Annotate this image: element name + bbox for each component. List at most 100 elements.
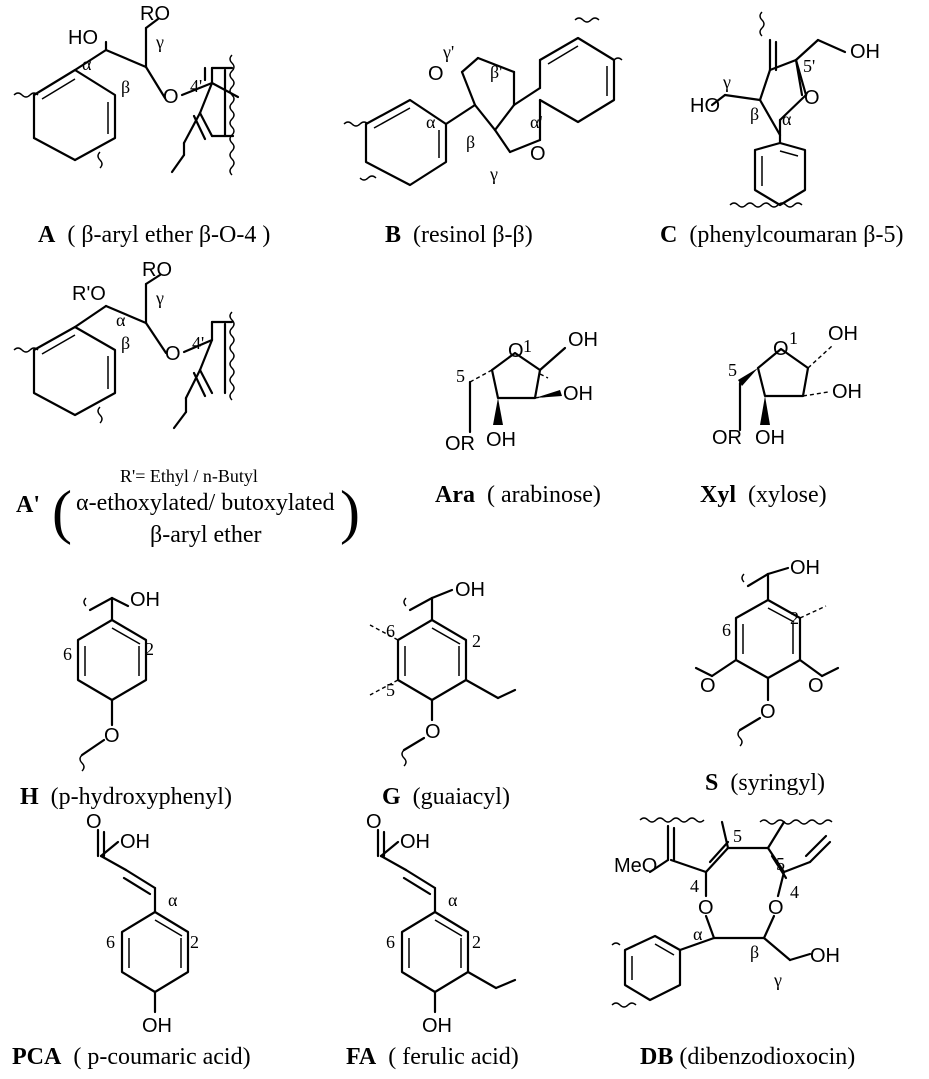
atom-oh2-xyl: OH <box>832 381 862 403</box>
locant-gamma-c: γ <box>722 72 731 92</box>
atom-ho-c: HO <box>690 95 720 117</box>
locant-beta-c: β <box>750 104 759 124</box>
locant-1-ara: 1 <box>523 336 532 356</box>
atom-o-fa: O <box>366 811 382 833</box>
caption-PCA: PCA ( p-coumaric acid) <box>12 1044 251 1070</box>
atom-or-xyl: OR <box>712 427 742 449</box>
structure-B: O O γ' β' α' α β γ <box>343 17 623 187</box>
locant-5prime: 5' <box>803 56 815 76</box>
atom-oh-s: OH <box>790 557 820 579</box>
locant-alpha-c: α <box>782 109 792 129</box>
atom-oh1-ara: OH <box>568 329 598 351</box>
atom-oh2-pca: OH <box>142 1015 172 1037</box>
atom-o-ring-ara: O <box>508 340 524 362</box>
atom-o3-s: O <box>760 701 776 723</box>
note-A-prime: R'= Ethyl / n-Butyl <box>120 466 258 486</box>
locant-4b-db: 4 <box>790 882 799 902</box>
atom-o-ap: O <box>165 343 181 365</box>
atom-oh-db: OH <box>810 945 840 967</box>
caption-B: B (resinol β-β) <box>385 222 533 248</box>
structure-DB: MeO O O OH 4 5 5 4 α β γ <box>611 817 840 1008</box>
locant-beta-prime: β' <box>490 62 502 82</box>
caption-A-prime-desc2: β-aryl ether <box>150 522 262 548</box>
structure-PCA: O OH OH α 6 2 <box>86 811 199 1037</box>
atom-meo-db: MeO <box>614 855 657 877</box>
caption-Xyl: Xyl (xylose) <box>700 482 827 508</box>
locant-alpha-fa: α <box>448 890 458 910</box>
caption-A-prime-desc: α-ethoxylated/ butoxylated <box>76 490 335 516</box>
atom-oh1-pca: OH <box>120 831 150 853</box>
paren-left: ( <box>52 479 72 545</box>
atom-o-b1: O <box>428 63 444 85</box>
atom-oh1-fa: OH <box>400 831 430 853</box>
atom-oh-h: OH <box>130 589 160 611</box>
atom-ho: HO <box>68 27 98 49</box>
locant-6-s: 6 <box>722 620 731 640</box>
structure-A-prime: R'O RO O α β γ 4' <box>13 259 235 430</box>
caption-Ara: Ara ( arabinose) <box>435 482 601 508</box>
locant-alpha-b: α <box>426 112 436 132</box>
structure-G: OH O 6 5 2 <box>369 579 517 767</box>
locant-2-s: 2 <box>790 608 799 628</box>
atom-o-c: O <box>804 87 820 109</box>
atom-o-g: O <box>425 721 441 743</box>
atom-rpo: R'O <box>72 283 106 305</box>
atom-o-pca: O <box>86 811 102 833</box>
caption-S: S (syringyl) <box>705 770 826 796</box>
caption-H: H (p-hydroxyphenyl) <box>20 784 232 810</box>
locant-6-fa: 6 <box>386 932 395 952</box>
locant-gamma-b: γ <box>489 164 498 184</box>
locant-5-xyl: 5 <box>728 360 737 380</box>
atom-o2-s: O <box>808 675 824 697</box>
locant-alpha-pca: α <box>168 890 178 910</box>
locant-5-db: 5 <box>733 826 742 846</box>
locant-5b-db: 5 <box>776 854 785 874</box>
locant-4prime-ap: 4' <box>192 333 204 353</box>
caption-DB: DB (dibenzodioxocin) <box>640 1044 856 1070</box>
locant-6-h: 6 <box>63 644 72 664</box>
caption-C: C (phenylcoumaran β-5) <box>660 222 904 248</box>
structure-C: HO O OH γ β α 5' <box>690 11 880 208</box>
caption-A: A ( β-aryl ether β-O-4 ) <box>38 222 271 248</box>
atom-o1-s: O <box>700 675 716 697</box>
atom-o1-db: O <box>698 897 714 919</box>
locant-5-g: 5 <box>386 680 395 700</box>
locant-2-h: 2 <box>145 639 154 659</box>
structure-Ara: O OH OH OH OR 1 5 <box>445 329 598 455</box>
locant-alpha-db: α <box>693 924 703 944</box>
atom-oh2-ara: OH <box>563 383 593 405</box>
caption-G: G (guaiacyl) <box>382 784 510 810</box>
atom-o: O <box>163 86 179 108</box>
locant-4-db: 4 <box>690 876 699 896</box>
atom-o-ring-xyl: O <box>773 338 789 360</box>
atom-or-ara: OR <box>445 433 475 455</box>
atom-oh2-fa: OH <box>422 1015 452 1037</box>
atom-oh-c: OH <box>850 41 880 63</box>
atom-oh-g: OH <box>455 579 485 601</box>
caption-A-prime-letter: A' <box>16 492 40 518</box>
structure-FA: O OH OH α 6 2 <box>366 811 517 1037</box>
structure-A: HO RO O α β γ 4' <box>13 3 240 176</box>
atom-oh3-xyl: OH <box>755 427 785 449</box>
atom-oh1-xyl: OH <box>828 323 858 345</box>
atom-ro-ap: RO <box>142 259 172 281</box>
structure-S: OH O O O 6 2 <box>694 557 840 747</box>
locant-2-fa: 2 <box>472 932 481 952</box>
locant-beta-ap: β <box>121 333 130 353</box>
atom-o2-db: O <box>768 897 784 919</box>
locant-2-g: 2 <box>472 631 481 651</box>
paren-right: ) <box>340 479 360 545</box>
locant-5-ara: 5 <box>456 366 465 386</box>
locant-alpha: α <box>82 54 92 74</box>
locant-beta-b: β <box>466 132 475 152</box>
locant-beta-db: β <box>750 942 759 962</box>
locant-alpha-ap: α <box>116 310 126 330</box>
structure-H: OH O 6 2 <box>63 589 160 772</box>
locant-6-pca: 6 <box>106 932 115 952</box>
locant-gamma-prime: γ' <box>442 42 454 62</box>
locant-gamma-db: γ <box>773 970 782 990</box>
caption-FA: FA ( ferulic acid) <box>346 1044 519 1070</box>
locant-2-pca: 2 <box>190 932 199 952</box>
locant-alpha-prime: α' <box>530 112 543 132</box>
